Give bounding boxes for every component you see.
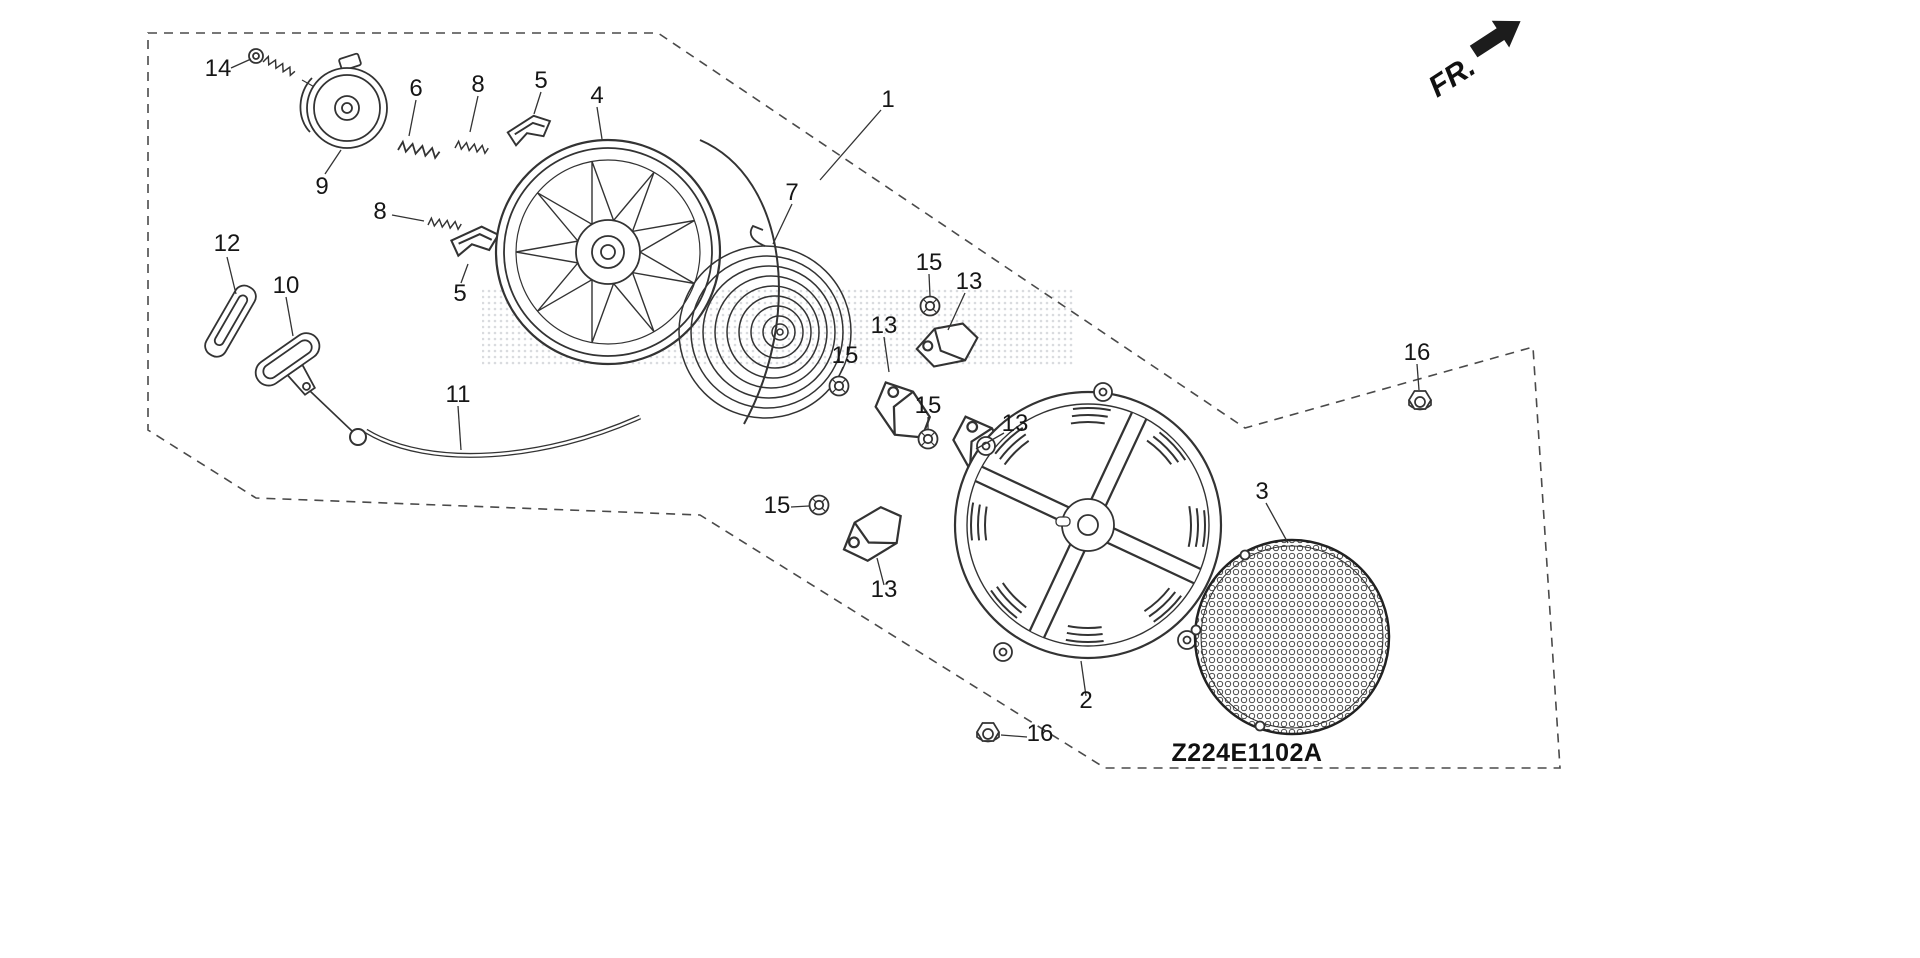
part-16-nut-b	[976, 722, 1000, 743]
callouts: 14 6 8 5 4 1 9 7 8 12 15 13 10 5 13 15 1…	[205, 55, 1431, 747]
callout-15a[interactable]: 15	[916, 249, 943, 276]
callout-8[interactable]: 8	[471, 71, 484, 98]
part-4-starter-reel	[494, 138, 780, 425]
callout-4[interactable]: 4	[590, 82, 603, 109]
part-2-starter-case	[953, 382, 1223, 662]
part-5-ratchet-b	[447, 219, 501, 265]
part-8-spring-a	[454, 140, 490, 155]
callout-6[interactable]: 6	[409, 75, 422, 102]
part-3-screen	[1190, 538, 1391, 736]
callout-16b[interactable]: 16	[1027, 720, 1054, 747]
leader-lines	[226, 58, 1420, 738]
part-11-rope	[309, 390, 642, 458]
callout-15b[interactable]: 15	[832, 342, 859, 369]
callout-15c[interactable]: 15	[915, 392, 942, 419]
part-12-guide	[204, 284, 257, 358]
part-15-washer-c	[917, 428, 939, 450]
diagram-border	[147, 32, 1561, 769]
callout-11[interactable]: 11	[446, 381, 471, 408]
callout-1[interactable]: 1	[881, 86, 894, 113]
callout-13c[interactable]: 13	[1002, 410, 1029, 437]
callout-13b[interactable]: 13	[871, 312, 898, 339]
callout-8b[interactable]: 8	[373, 198, 386, 225]
fr-indicator: FR.	[1423, 20, 1521, 104]
part-6-spring	[397, 140, 441, 160]
callout-13a[interactable]: 13	[956, 268, 983, 295]
callout-9[interactable]: 9	[315, 173, 328, 200]
part-15-washer-d	[808, 494, 830, 516]
callout-10[interactable]: 10	[273, 272, 300, 299]
part-5-ratchet-a	[505, 112, 552, 150]
callout-5b[interactable]: 5	[453, 280, 466, 307]
callout-2[interactable]: 2	[1079, 687, 1092, 714]
callout-13d[interactable]: 13	[871, 576, 898, 603]
fr-label: FR.	[1423, 50, 1482, 104]
part-15-washer-a	[919, 295, 941, 317]
fr-arrow-icon	[1469, 20, 1521, 58]
callout-14[interactable]: 14	[205, 55, 232, 82]
part-7-recoil-spring	[678, 224, 852, 419]
callout-15d[interactable]: 15	[764, 492, 791, 519]
part-8-spring-b	[427, 217, 463, 231]
part-9-friction-plate	[299, 52, 388, 149]
callout-16a[interactable]: 16	[1404, 339, 1431, 366]
part-16-nut-a	[1408, 390, 1432, 411]
callout-12[interactable]: 12	[214, 230, 241, 257]
callout-7[interactable]: 7	[785, 179, 798, 206]
callout-5[interactable]: 5	[534, 67, 547, 94]
part-15-washer-b	[828, 375, 850, 397]
part-10-starter-grip	[254, 332, 321, 396]
callout-3[interactable]: 3	[1255, 478, 1268, 505]
diagram-code: Z224E1102A	[1172, 739, 1323, 767]
part-13-pawl-d	[835, 502, 910, 567]
